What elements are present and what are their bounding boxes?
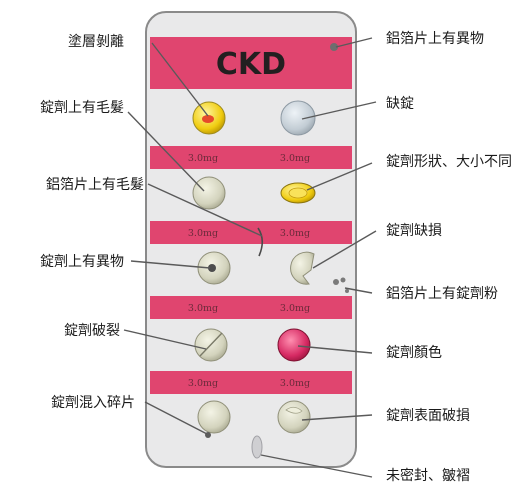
- leader-line: [151, 42, 209, 117]
- leader-line: [301, 414, 373, 421]
- brand-band: [150, 37, 352, 89]
- tablet-with-fragment: [197, 400, 231, 434]
- label-powder-on-foil: 鋁箔片上有錠劑粉: [386, 285, 498, 302]
- dose-label: 3.0mg: [280, 153, 310, 164]
- leader-line: [144, 401, 208, 435]
- dose-label: 3.0mg: [188, 303, 218, 314]
- brand-logo: CKD: [216, 47, 286, 82]
- tablet-wrong-shape-inner: [288, 187, 308, 199]
- tablet-with-hair: [192, 176, 226, 210]
- leader-line: [312, 230, 377, 269]
- leader-line: [297, 345, 373, 354]
- dose-band-2: [150, 221, 352, 244]
- leader-line: [127, 111, 205, 192]
- foil-powder: [333, 279, 339, 285]
- label-hair-on-foil: 鋁箔片上有毛髮: [46, 177, 144, 193]
- dose-label: 3.0mg: [280, 378, 310, 389]
- foil-foreign-matter: [330, 43, 338, 51]
- off-color-tablet: [277, 328, 311, 362]
- label-surface-damage: 錠劑表面破損: [386, 407, 470, 424]
- foil-powder: [340, 277, 346, 283]
- leader-line: [260, 454, 373, 478]
- label-tablet-color: 錠劑顏色: [386, 344, 442, 361]
- dose-band-4: [150, 371, 352, 394]
- leader-line: [123, 329, 207, 350]
- leader-line: [301, 101, 377, 120]
- label-foreign-matter-tablet: 錠劑上有異物: [40, 253, 124, 270]
- dose-label: 3.0mg: [188, 228, 218, 239]
- leader-line: [130, 260, 211, 269]
- label-coating-peeling: 塗層剝離: [68, 33, 124, 50]
- leader-line: [344, 287, 373, 294]
- label-fragment-mixed: 錠劑混入碎片: [51, 394, 135, 411]
- leader-line: [335, 37, 373, 48]
- missing-tablet: [280, 100, 316, 136]
- leader-line: [306, 162, 373, 191]
- dose-band-1: [150, 146, 352, 169]
- dose-label: 3.0mg: [280, 303, 310, 314]
- crack-line: [199, 332, 223, 357]
- surface-damaged-tablet: [277, 400, 311, 434]
- dose-label: 3.0mg: [188, 378, 218, 389]
- foil-hair: [257, 227, 264, 257]
- surface-damage-mark: [285, 406, 303, 414]
- label-cracked-tablet: 錠劑破裂: [64, 322, 120, 339]
- label-chipped-tablet: 錠劑缺損: [386, 222, 442, 239]
- label-missing-tablet: 缺錠: [386, 96, 414, 112]
- label-unsealed-wrinkle: 未密封、皺褶: [386, 467, 470, 483]
- label-hair-on-tablet: 錠劑上有毛髮: [40, 99, 124, 116]
- foil-powder: [345, 289, 349, 293]
- coating-peel-spot: [202, 115, 214, 123]
- unsealed-wrinkle: [251, 435, 263, 459]
- dose-label: 3.0mg: [280, 228, 310, 239]
- label-foreign-matter-foil: 鋁箔片上有異物: [386, 31, 484, 47]
- chipped-tablet: [290, 251, 315, 285]
- dose-band-3: [150, 296, 352, 319]
- foreign-matter-spot: [208, 264, 216, 272]
- label-shape-size-different: 錠劑形狀、大小不同: [386, 153, 512, 170]
- dose-label: 3.0mg: [188, 153, 218, 164]
- leader-line: [147, 183, 263, 237]
